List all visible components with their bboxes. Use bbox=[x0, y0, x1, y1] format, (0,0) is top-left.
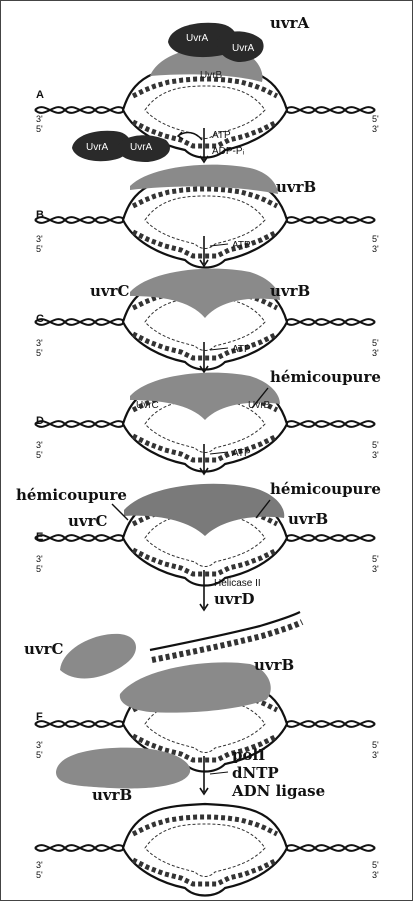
uvra-released-label-1: UvrA bbox=[86, 142, 109, 153]
end-5-left-final: 5' bbox=[36, 870, 43, 880]
end-3-right-c: 3' bbox=[372, 348, 379, 358]
label-hemicoupure-d: hémicoupure bbox=[270, 368, 381, 386]
end-3-left-b: 3' bbox=[36, 234, 43, 244]
uvrb-protein-b bbox=[130, 164, 278, 194]
end-5-right-f: 5' bbox=[372, 740, 379, 750]
step-a: UvrA UvrA UvrB uvrA A 3' 5' 5' 3' UvrA U… bbox=[35, 14, 379, 163]
label-atp-d: ATP bbox=[232, 448, 251, 459]
step-label-a: A bbox=[36, 89, 44, 101]
end-5-right-a: 5' bbox=[372, 114, 379, 124]
uvra-inner-label-a1: UvrA bbox=[186, 33, 209, 44]
end-3-left-d: 3' bbox=[36, 440, 43, 450]
step-d: UvrC UvrB hémicoupure D 3' 5' 5' 3' ATP bbox=[35, 368, 381, 475]
label-uvrd: uvrD bbox=[214, 590, 255, 608]
uvrb-inner-label-a: UvrB bbox=[200, 70, 223, 81]
dna-bubble-repaired bbox=[35, 804, 375, 896]
end-3-right-a: 3' bbox=[372, 124, 379, 134]
step-b: uvrB B 3' 5' 5' 3' ATP bbox=[35, 164, 379, 268]
step-f: uvrC uvrB F 3' 5' 5' 3' uvrB polI dNTP A… bbox=[24, 611, 379, 804]
uvra-released-label-2: UvrA bbox=[130, 142, 153, 153]
label-poli: polI bbox=[232, 746, 265, 764]
uvra-released-2 bbox=[117, 135, 170, 162]
uvrb-inner-label-d: UvrB bbox=[248, 400, 271, 411]
end-3-right-d: 3' bbox=[372, 450, 379, 460]
end-5-right-c: 5' bbox=[372, 338, 379, 348]
end-3-left-final: 3' bbox=[36, 860, 43, 870]
label-atp-a: ATP bbox=[212, 130, 231, 141]
label-dntp: dNTP bbox=[232, 764, 279, 782]
uvrb-released bbox=[56, 747, 191, 789]
end-5-right-d: 5' bbox=[372, 440, 379, 450]
excised-oligonucleotide bbox=[149, 611, 301, 652]
uvrc-uvrb-complex-c bbox=[130, 268, 280, 318]
end-3-right-f: 3' bbox=[372, 750, 379, 760]
end-5-right-final: 5' bbox=[372, 860, 379, 870]
step-repaired: 3' 5' 5' 3' bbox=[35, 804, 379, 896]
step-label-d: D bbox=[36, 415, 44, 427]
label-atp-c: ATP bbox=[232, 344, 251, 355]
end-5-left-d: 5' bbox=[36, 450, 43, 460]
end-3-right-final: 3' bbox=[372, 870, 379, 880]
end-5-right-b: 5' bbox=[372, 234, 379, 244]
end-3-left-a: 3' bbox=[36, 114, 43, 124]
pointer-hemicoupure-d bbox=[251, 387, 269, 409]
end-5-left-f: 5' bbox=[36, 750, 43, 760]
step-label-f: F bbox=[36, 711, 43, 723]
end-3-left-c: 3' bbox=[36, 338, 43, 348]
label-uvrb-f: uvrB bbox=[254, 656, 294, 674]
uvra-protein-a2 bbox=[217, 31, 264, 62]
step-label-c: C bbox=[36, 313, 44, 325]
uvrc-uvrb-complex-d bbox=[130, 372, 280, 420]
end-3-left-f: 3' bbox=[36, 740, 43, 750]
label-uvrc-e: uvrC bbox=[68, 512, 108, 530]
uvrc-released bbox=[60, 633, 136, 679]
label-atp-b: ATP bbox=[232, 240, 251, 251]
label-uvra-a: uvrA bbox=[270, 14, 310, 32]
label-ligase: ADN ligase bbox=[231, 782, 325, 800]
step-label-b: B bbox=[36, 209, 44, 221]
label-uvrc-f: uvrC bbox=[24, 640, 64, 658]
label-hemicoupure-e-left: hémicoupure bbox=[16, 486, 127, 504]
label-uvrb-released: uvrB bbox=[92, 786, 132, 804]
end-5-left-a: 5' bbox=[36, 124, 43, 134]
uvrb-protein-f bbox=[119, 662, 271, 713]
uvrc-uvrb-complex-e bbox=[124, 483, 285, 536]
label-uvrc-c: uvrC bbox=[90, 282, 130, 300]
end-5-right-e: 5' bbox=[372, 554, 379, 564]
step-c: uvrC uvrB C 3' 5' 5' 3' ATP bbox=[35, 268, 379, 373]
label-hemicoupure-e-right: hémicoupure bbox=[270, 480, 381, 498]
label-helicase: Helicase II bbox=[214, 578, 261, 589]
label-uvrb-c: uvrB bbox=[270, 282, 310, 300]
label-uvrb-e: uvrB bbox=[288, 510, 328, 528]
end-5-left-c: 5' bbox=[36, 348, 43, 358]
pointer-hemicoupure-e-right bbox=[255, 499, 271, 519]
dna-bubble-b bbox=[35, 176, 375, 268]
end-3-left-e: 3' bbox=[36, 554, 43, 564]
label-uvrb-b: uvrB bbox=[276, 178, 316, 196]
uvra-inner-label-a2: UvrA bbox=[232, 43, 255, 54]
excised-oligo-bases bbox=[151, 619, 304, 663]
end-5-left-b: 5' bbox=[36, 244, 43, 254]
uvra-released-1 bbox=[72, 130, 131, 162]
end-3-right-e: 3' bbox=[372, 564, 379, 574]
step-label-e: E bbox=[36, 531, 43, 543]
step-e: hémicoupure hémicoupure uvrC uvrB E 3' 5… bbox=[16, 480, 381, 611]
end-3-right-b: 3' bbox=[372, 244, 379, 254]
label-adp-a: ADP-Pᵢ bbox=[212, 146, 245, 157]
end-5-left-e: 5' bbox=[36, 564, 43, 574]
uvrc-inner-label-d: UvrC bbox=[136, 400, 159, 411]
pointer-hemicoupure-e-left bbox=[111, 503, 129, 521]
